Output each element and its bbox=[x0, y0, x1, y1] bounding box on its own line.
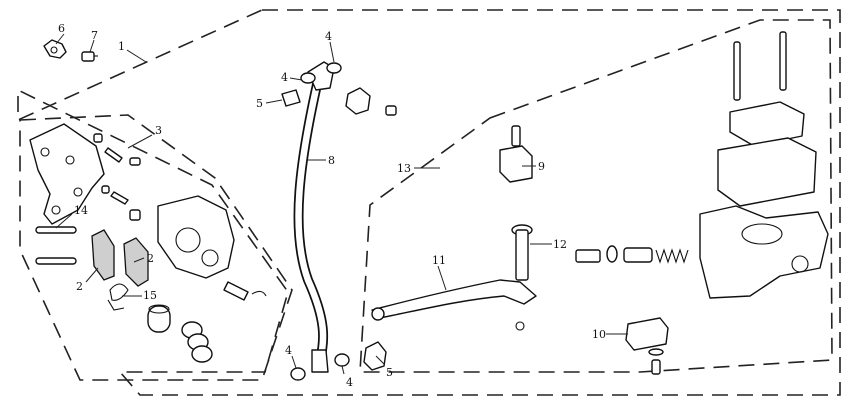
outline-assembly-1 bbox=[17, 9, 841, 396]
caliper-bracket bbox=[29, 123, 105, 225]
callout-2-right: 2 bbox=[147, 252, 154, 265]
brake-pad-right bbox=[123, 237, 149, 287]
callout-3: 3 bbox=[155, 124, 162, 137]
callout-6: 6 bbox=[58, 22, 65, 35]
banjo-fittings bbox=[281, 62, 397, 381]
brake-lever-part-11 bbox=[371, 279, 537, 331]
callout-8: 8 bbox=[328, 154, 335, 167]
brake-pad-left bbox=[91, 229, 115, 281]
callout-4-bottom-left: 4 bbox=[285, 344, 292, 357]
brake-hose-part-8 bbox=[293, 61, 335, 373]
caliper-small-bolts bbox=[93, 133, 141, 221]
pad-pins-part-14 bbox=[35, 226, 77, 265]
reservoir-assembly bbox=[717, 31, 817, 207]
bolt-part-7 bbox=[81, 51, 98, 62]
callout-5-bottom: 5 bbox=[386, 366, 393, 379]
master-cylinder-body bbox=[699, 205, 829, 299]
callouts: 6 7 1 3 14 2 2 15 4 4 5 8 4 4 5 13 9 11 … bbox=[58, 22, 606, 389]
pad-spring-part-15 bbox=[107, 283, 129, 311]
callout-4-mid: 4 bbox=[281, 71, 288, 84]
callout-2-left: 2 bbox=[76, 280, 83, 293]
callout-4-top: 4 bbox=[325, 30, 332, 43]
callout-7: 7 bbox=[91, 29, 98, 42]
callout-12: 12 bbox=[553, 238, 567, 251]
piston-kit bbox=[575, 245, 689, 264]
callout-10: 10 bbox=[592, 328, 606, 341]
callout-1: 1 bbox=[118, 40, 125, 53]
assembly-outlines bbox=[17, 9, 841, 396]
callout-4-bottom-right: 4 bbox=[346, 376, 353, 389]
brake-switch-part-10 bbox=[625, 317, 669, 375]
pivot-bolt-part-12 bbox=[511, 224, 533, 281]
callout-11: 11 bbox=[432, 254, 446, 267]
callout-15: 15 bbox=[143, 289, 157, 302]
callout-13: 13 bbox=[397, 162, 411, 175]
callout-9: 9 bbox=[538, 160, 545, 173]
callout-5-top: 5 bbox=[256, 97, 263, 110]
caliper-pistons-seals bbox=[147, 304, 213, 363]
callout-14: 14 bbox=[74, 204, 88, 217]
outline-caliper-3 bbox=[19, 114, 293, 381]
leader-lines bbox=[55, 33, 628, 375]
mirror-clamp-part-9 bbox=[499, 125, 533, 183]
caliper-body bbox=[157, 195, 267, 301]
outline-master-cylinder-13 bbox=[359, 19, 833, 373]
clamp-nut-part-6 bbox=[43, 39, 67, 59]
